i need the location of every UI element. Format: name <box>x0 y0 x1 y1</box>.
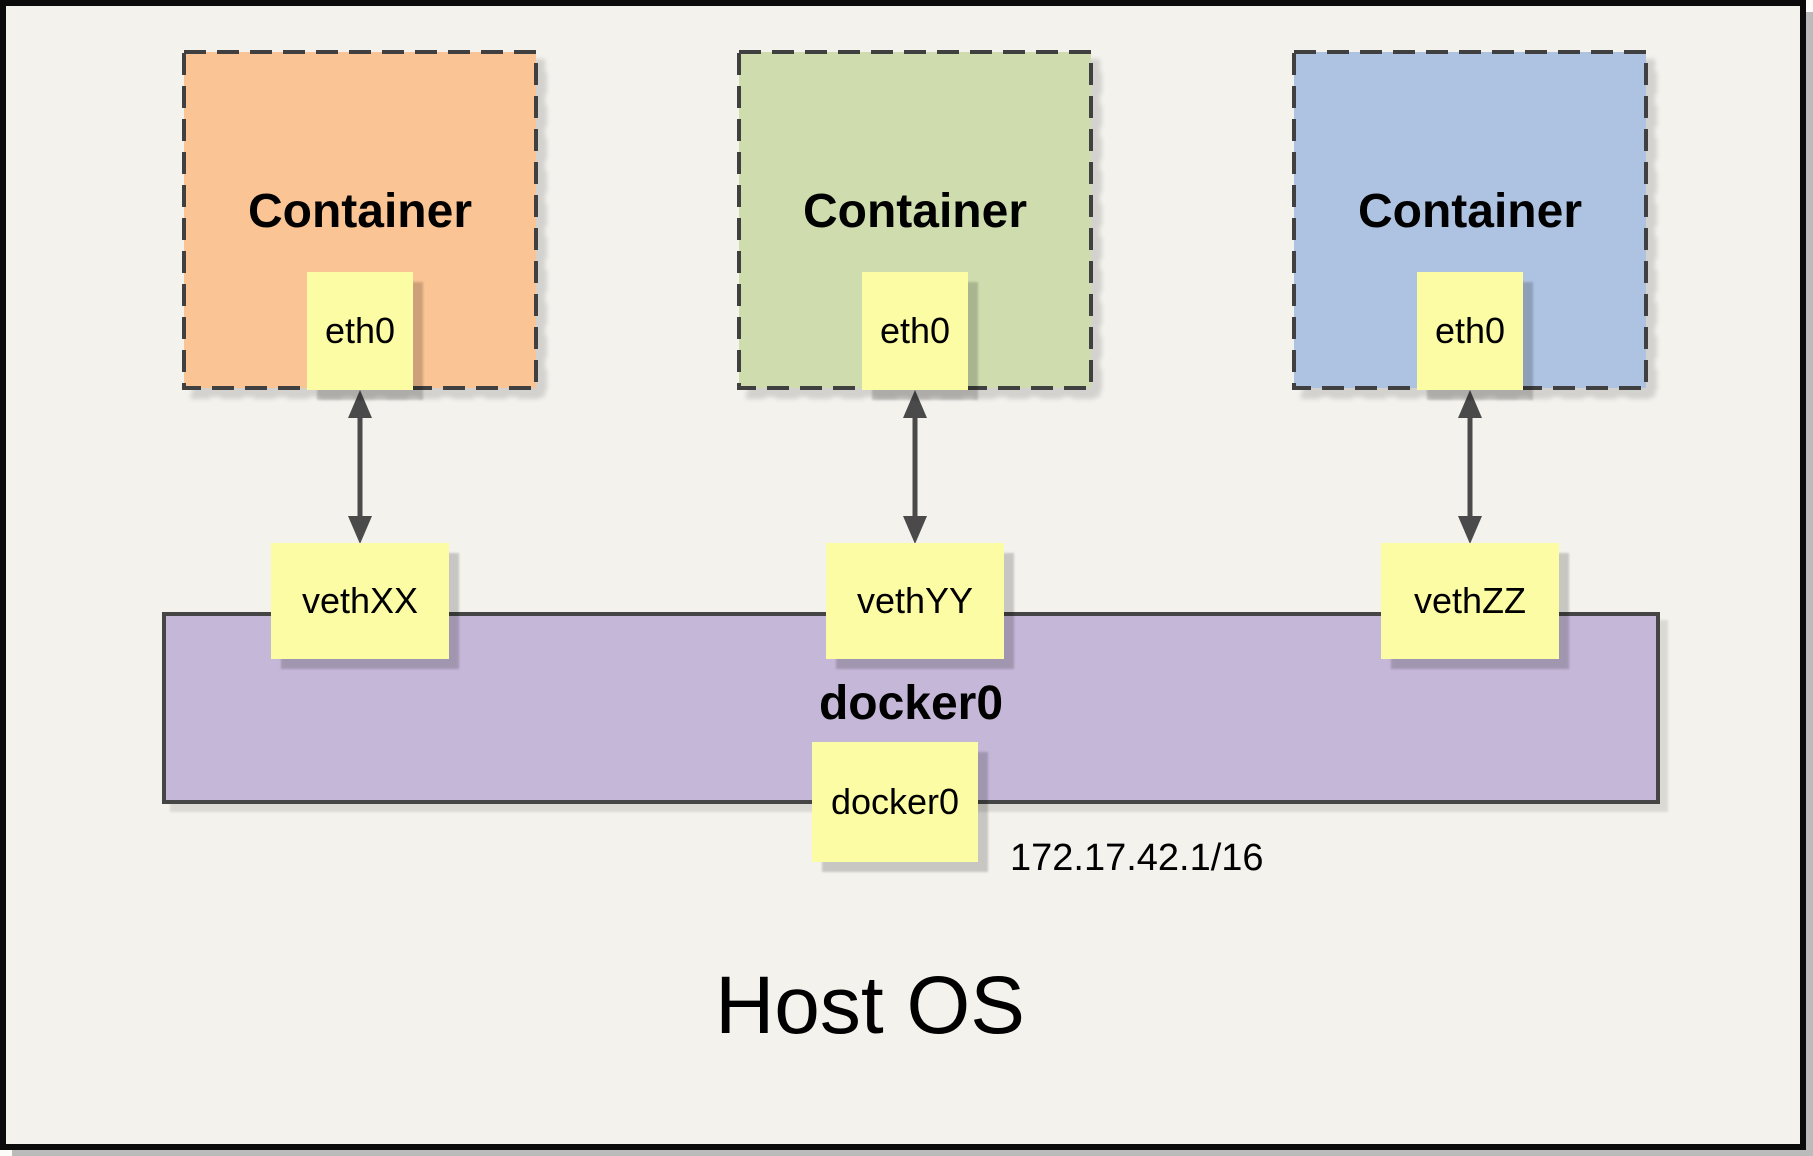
docker0-interface-box: docker0 <box>812 742 978 862</box>
vethZZ-box: vethZZ <box>1381 543 1559 659</box>
docker0-interface-label: docker0 <box>830 781 960 822</box>
container-3-title: Container <box>1357 185 1582 238</box>
container-1-title: Container <box>247 185 472 238</box>
container-1-eth0-label: eth0 <box>324 310 396 351</box>
container-2-eth0-label: eth0 <box>879 310 951 351</box>
docker0-bridge-title: docker0 <box>818 677 1004 730</box>
container-1-eth0-box: eth0 <box>307 272 413 390</box>
page-shadow-right <box>1805 12 1813 1156</box>
bridge-ip-address: 172.17.42.1/16 <box>1010 837 1264 879</box>
container-3-eth0-label: eth0 <box>1434 310 1506 351</box>
vethXX-label: vethXX <box>301 580 419 621</box>
container-2-title: Container <box>802 185 1027 238</box>
vethXX-box: vethXX <box>271 543 449 659</box>
vethYY-label: vethYY <box>856 580 974 621</box>
container-2-eth0-box: eth0 <box>862 272 968 390</box>
vethYY-box: vethYY <box>826 543 1004 659</box>
page-shadow-bottom <box>12 1149 1813 1156</box>
double-arrow-icon-3 <box>1458 390 1482 544</box>
double-arrow-icon-2 <box>903 390 927 544</box>
double-arrow-icon-1 <box>348 390 372 544</box>
host-os-title: Host OS <box>715 960 1025 1051</box>
container-3-eth0-box: eth0 <box>1417 272 1523 390</box>
vethZZ-label: vethZZ <box>1413 580 1527 621</box>
